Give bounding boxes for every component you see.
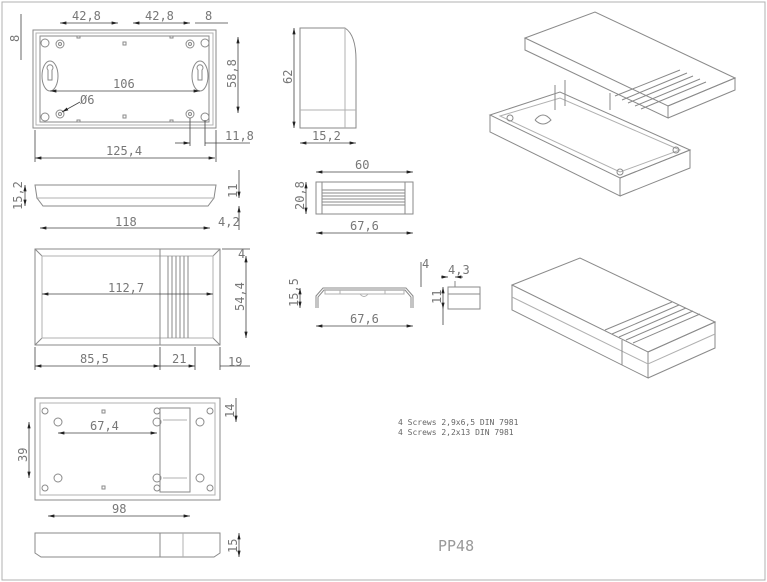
dim-side-height: 15,2 (11, 181, 25, 210)
dim-total-length: 125,4 (106, 144, 142, 158)
dim-clip-height: 15,5 (287, 278, 301, 307)
clip-view: 15,5 67,6 (287, 278, 414, 328)
dim-detail-c: 11 (430, 290, 444, 304)
dim-lid-inner-length: 112,7 (108, 281, 144, 295)
dim-lid-part-c: 19 (228, 355, 242, 369)
dim-top-spacing-right: 42,8 (145, 9, 174, 23)
dim-lid-edge: 4 (238, 247, 245, 261)
note-screws-1: 4 Screws 2,9x6,5 DIN 7981 (398, 418, 519, 427)
dim-end-h: 20,8 (293, 181, 307, 210)
dim-lid-width: 54,4 (233, 282, 247, 311)
lid-top-view: 112,7 54,4 4 85,5 21 19 (34, 247, 250, 370)
end-profile-view: 62 15,2 (281, 27, 357, 145)
dim-right-offset: 11,8 (225, 129, 254, 143)
dim-left-edge-offset: 8 (8, 35, 22, 42)
dim-hole-diameter: Ø6 (80, 93, 94, 107)
note-screws-2: 4 Screws 2,2x13 DIN 7981 (398, 428, 514, 437)
dim-top-spacing-left: 42,8 (72, 9, 101, 23)
base-side-view: 15,2 11 118 4,2 (11, 170, 241, 230)
end-front-view: 60 20,8 67,6 (293, 158, 414, 235)
isometric-closed-view (510, 257, 717, 379)
dim-top-height: 58,8 (225, 59, 239, 88)
dim-bottom-side-height: 15 (226, 539, 240, 553)
dim-end-outer: 67,6 (350, 219, 379, 233)
dim-bottom-hole-height: 39 (16, 448, 30, 462)
dim-clip-length: 67,6 (350, 312, 379, 326)
dim-end-height: 62 (281, 70, 295, 84)
dim-detail-b: 4,3 (448, 263, 470, 277)
model-label: PP48 (438, 537, 474, 555)
dim-lid-part-b: 21 (172, 352, 186, 366)
dim-bottom-length: 98 (112, 502, 126, 516)
dim-end-depth: 15,2 (312, 129, 341, 143)
dim-side-lower: 4,2 (218, 215, 240, 229)
dim-bottom-edge: 14 (223, 404, 237, 418)
bottom-view: 67,4 14 39 98 (16, 397, 238, 518)
dim-detail-a: 4 (422, 257, 429, 271)
dim-end-inner: 60 (355, 158, 369, 172)
dim-side-upper: 11 (226, 184, 240, 198)
isometric-exploded-view (488, 11, 737, 197)
dim-lid-part-a: 85,5 (80, 352, 109, 366)
detail-view: 4 4,3 11 (420, 257, 481, 325)
dim-keyhole-spacing: 106 (113, 77, 135, 91)
dim-bottom-hole-spacing: 67,4 (90, 419, 119, 433)
dim-top-edge-offset: 8 (205, 9, 212, 23)
base-top-view: 42,8 42,8 8 8 58,8 106 Ø6 11,8 125,4 (8, 9, 254, 162)
dim-side-base: 118 (115, 215, 137, 229)
bottom-side-view: 15 (34, 532, 241, 558)
